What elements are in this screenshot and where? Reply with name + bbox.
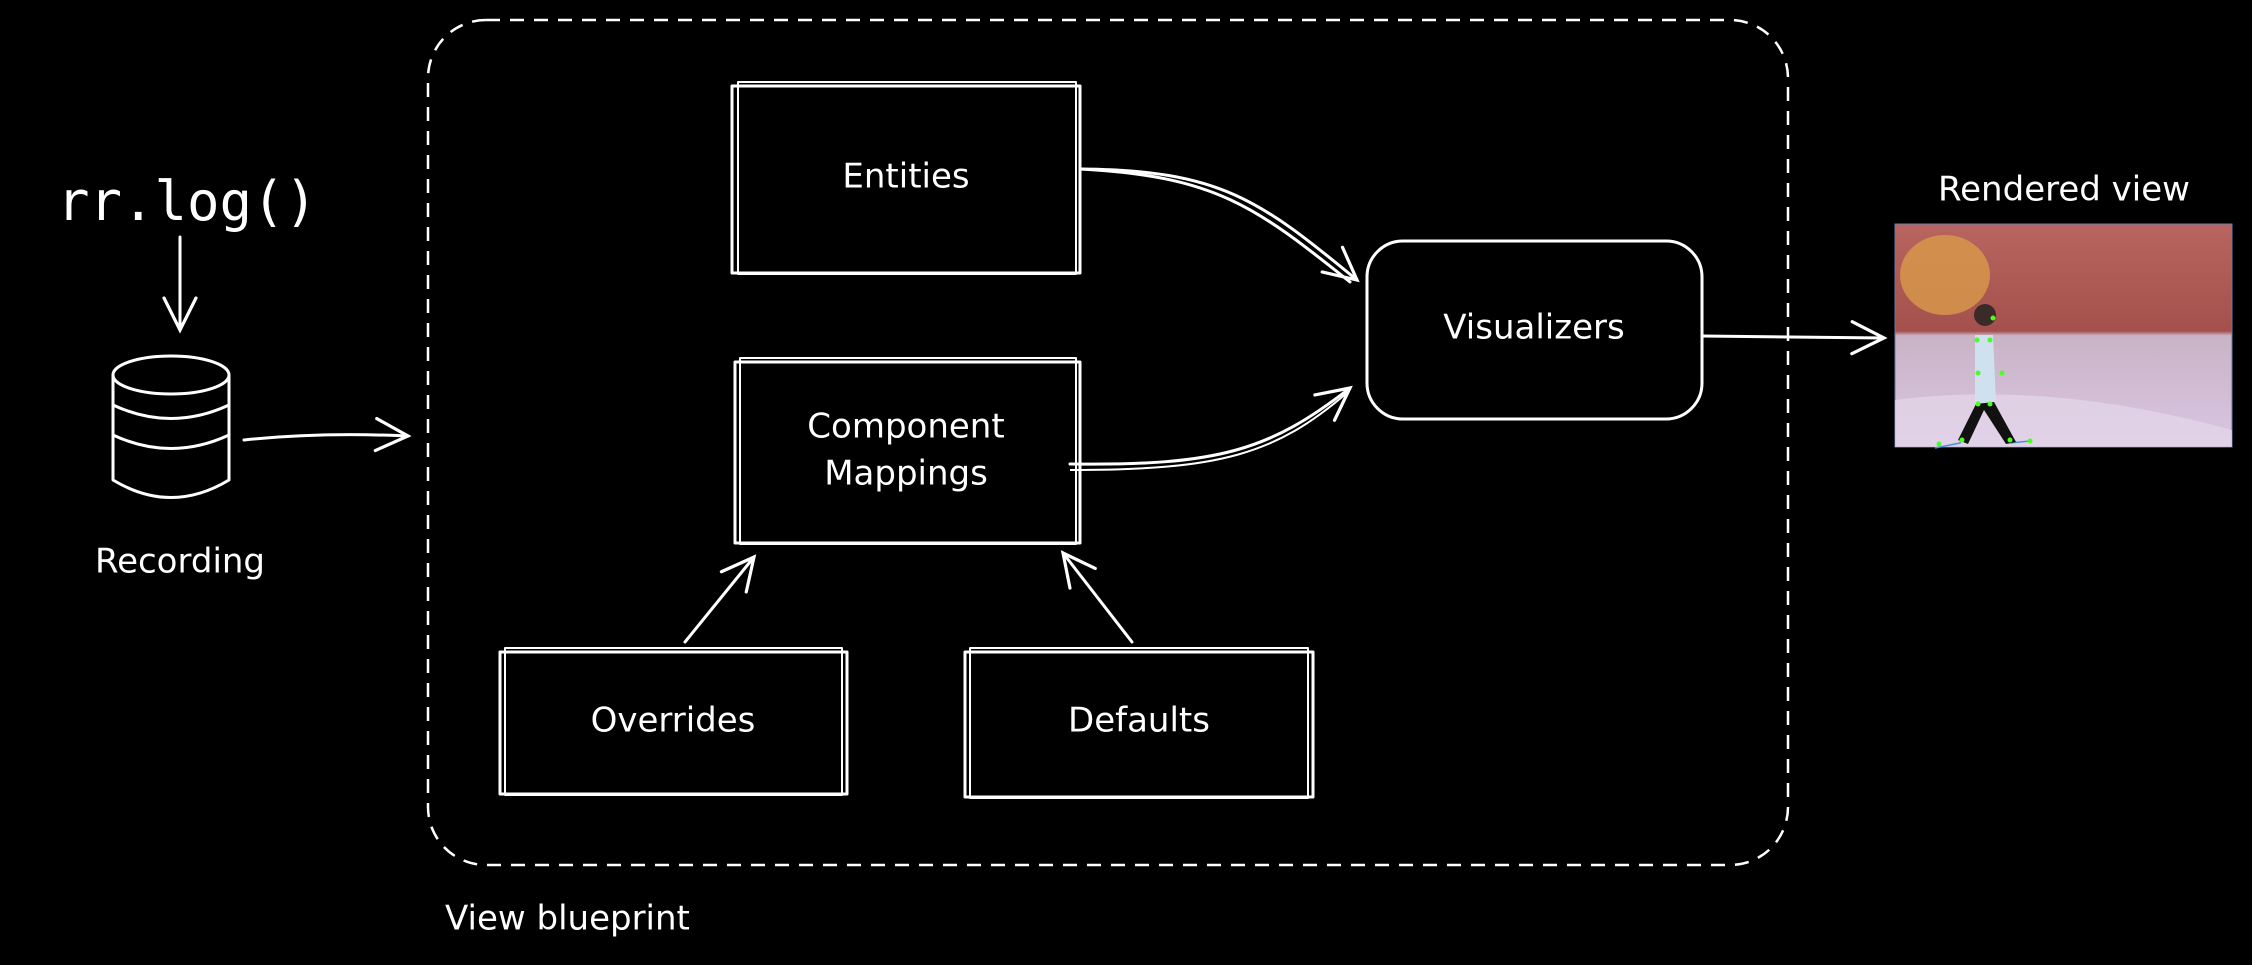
keypoints xyxy=(1936,315,2033,447)
component-mappings-label-2: Mappings xyxy=(824,454,988,494)
arrow-visualizers-to-view xyxy=(1700,320,1888,356)
component-mappings-label-1: Component xyxy=(807,407,1004,447)
rr-log-code: rr.log() xyxy=(57,170,317,233)
view-blueprint-label: View blueprint xyxy=(445,899,690,939)
entities-box: Entities xyxy=(730,81,1082,275)
arrow-defaults-to-mappings xyxy=(1060,550,1134,644)
visualizers-label: Visualizers xyxy=(1443,308,1624,348)
component-mappings-box: Component Mappings xyxy=(733,357,1082,545)
arrow-mappings-to-visualizers xyxy=(1068,385,1353,466)
rendered-view-image xyxy=(1894,223,2233,449)
rendered-view-label: Rendered view xyxy=(1938,170,2190,210)
database-icon xyxy=(111,354,231,499)
arrow-entities-to-visualizers xyxy=(1078,167,1360,283)
arrow-overrides-to-mappings xyxy=(683,554,757,644)
recording-label: Recording xyxy=(95,542,265,582)
entities-label: Entities xyxy=(842,157,969,197)
overrides-box: Overrides xyxy=(498,647,849,796)
overrides-label: Overrides xyxy=(591,701,756,741)
arrow-recording-to-blueprint xyxy=(242,416,412,453)
defaults-label: Defaults xyxy=(1068,701,1210,741)
defaults-box: Defaults xyxy=(963,647,1315,799)
visualizers-box: Visualizers xyxy=(1365,239,1704,421)
